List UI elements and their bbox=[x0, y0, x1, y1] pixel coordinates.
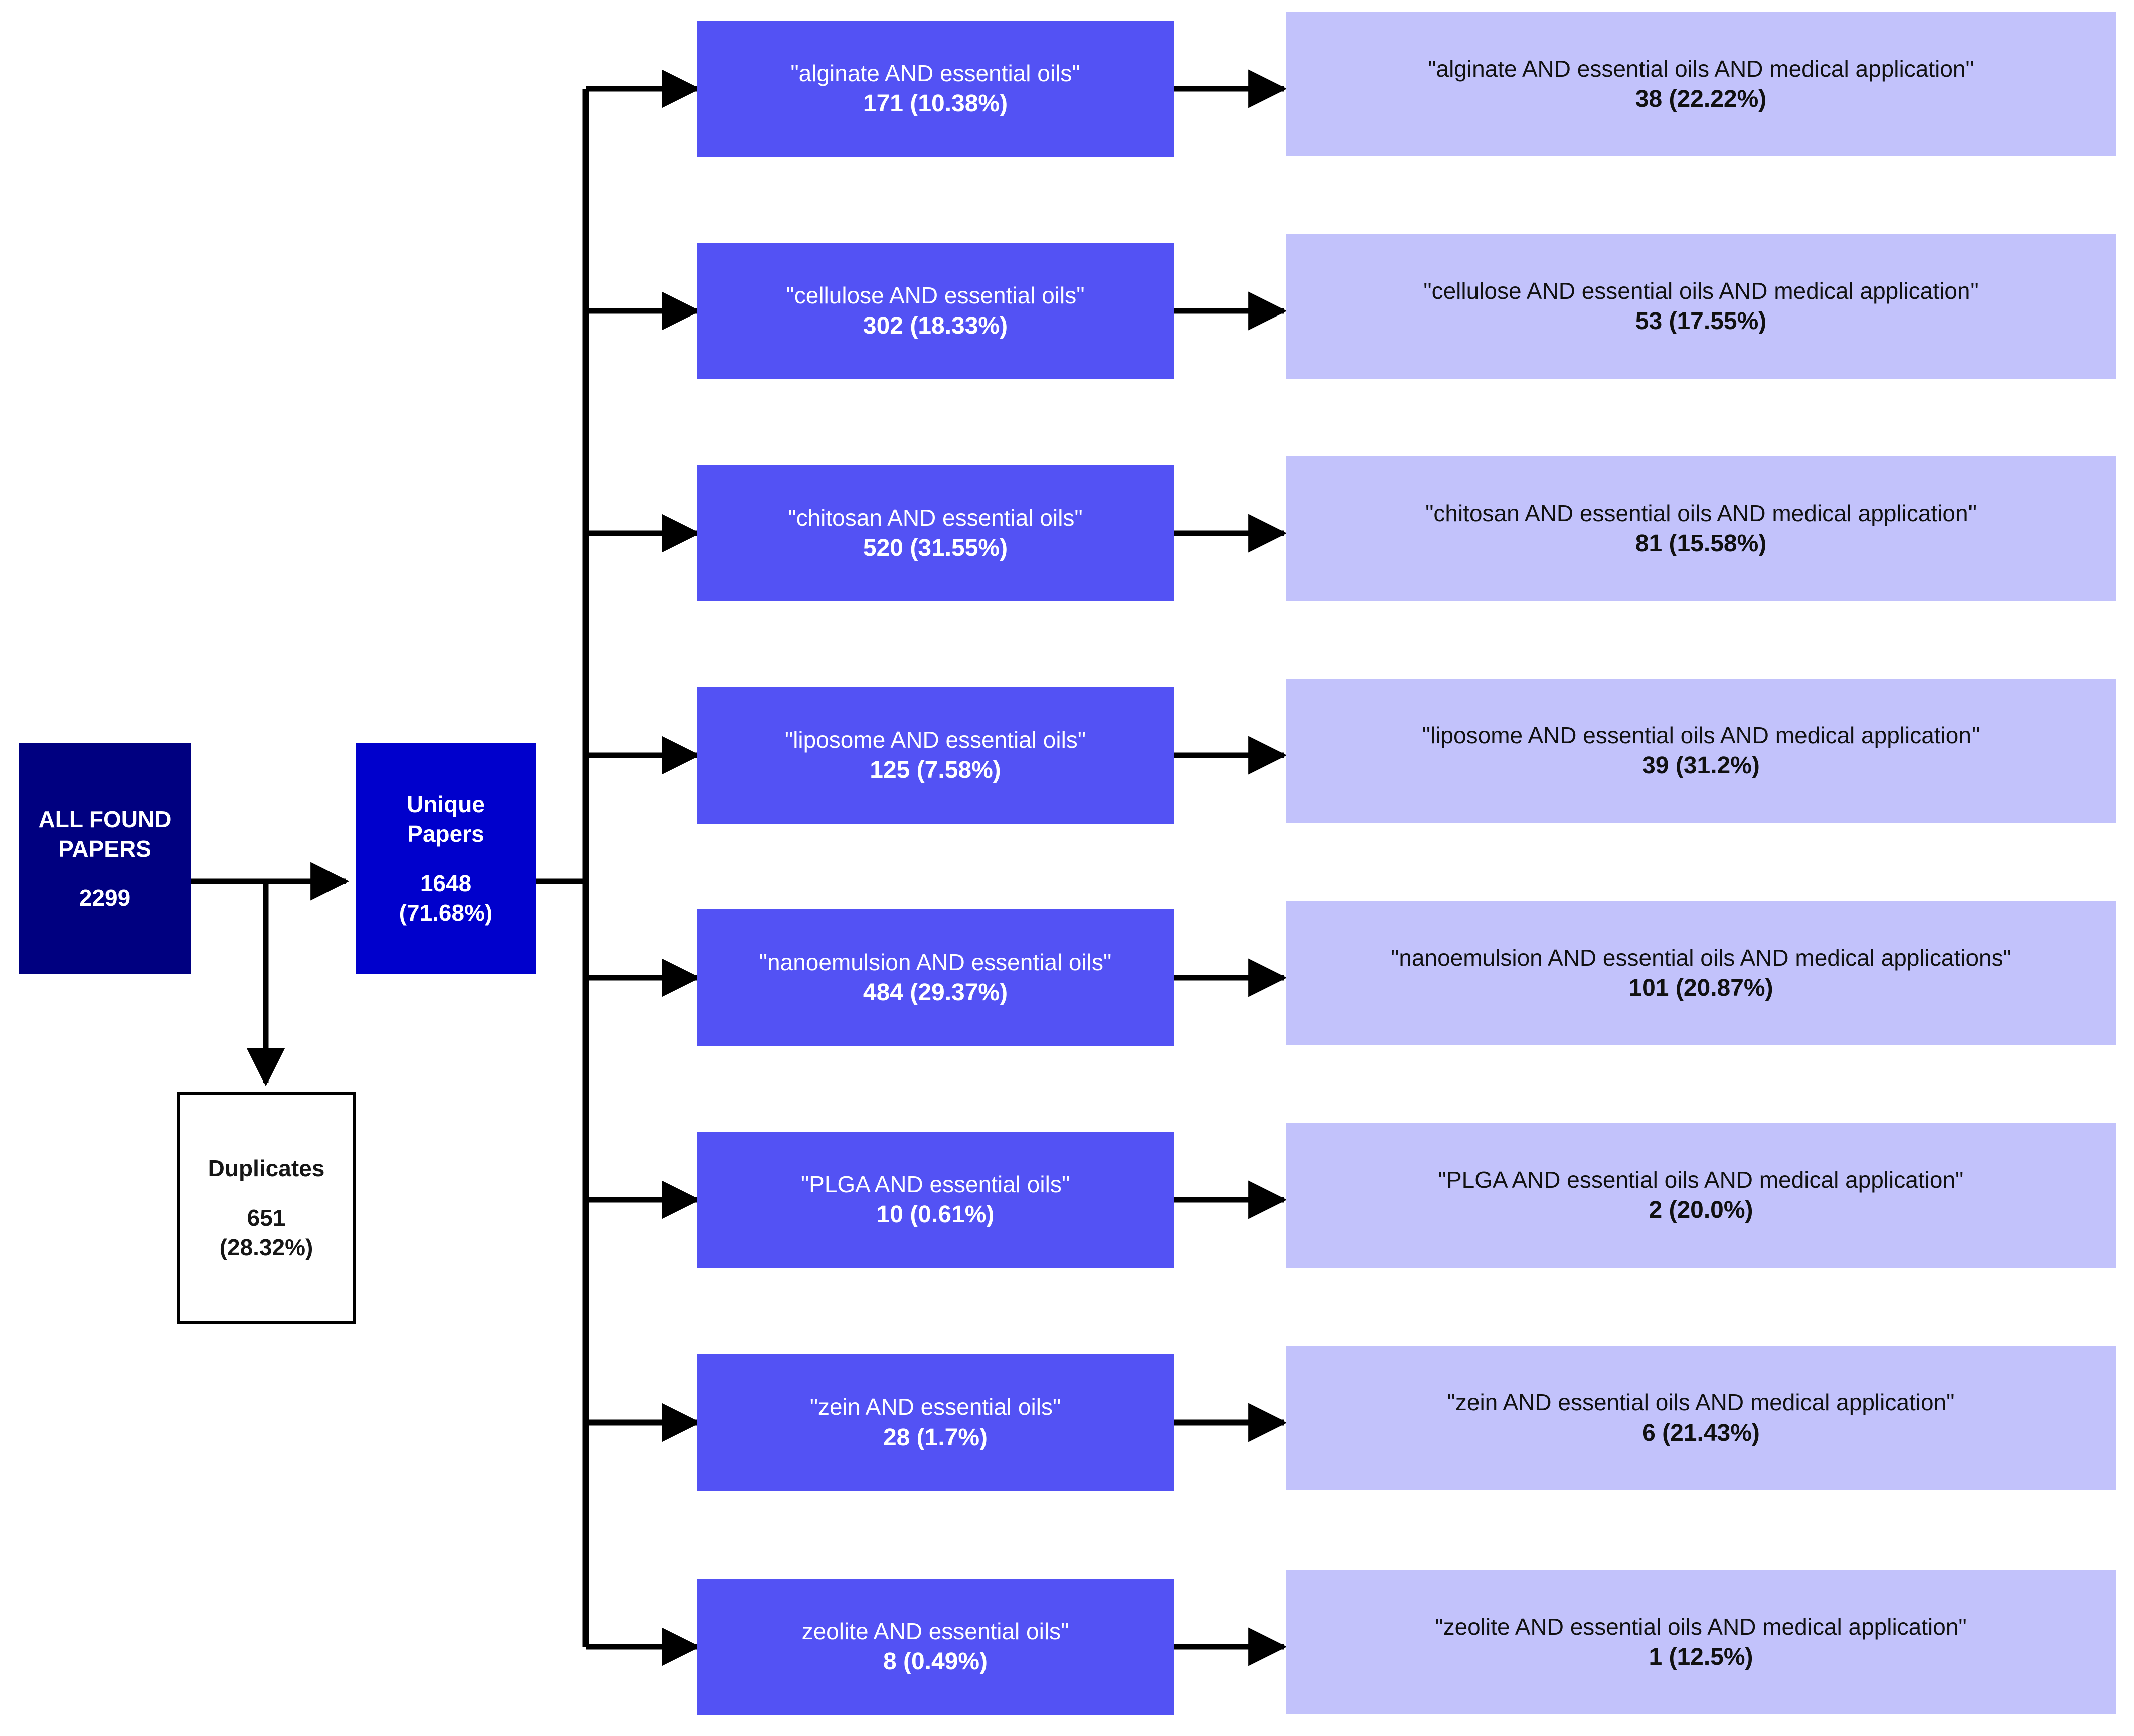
query-count: 28 (1.7%) bbox=[883, 1424, 988, 1451]
query-label: "cellulose AND essential oils" bbox=[786, 282, 1085, 308]
query-count: 8 (0.49%) bbox=[883, 1648, 988, 1675]
unique-papers-count: 1648 bbox=[420, 870, 472, 896]
node-result-alginate[interactable]: "alginate AND essential oils AND medical… bbox=[1286, 12, 2116, 156]
node-result-chitosan[interactable]: "chitosan AND essential oils AND medical… bbox=[1286, 456, 2116, 601]
node-query-alginate[interactable]: "alginate AND essential oils" 171 (10.38… bbox=[697, 21, 1174, 157]
result-label: "chitosan AND essential oils AND medical… bbox=[1425, 500, 1977, 526]
node-result-liposome[interactable]: "liposome AND essential oils AND medical… bbox=[1286, 679, 2116, 823]
query-label: "chitosan AND essential oils" bbox=[788, 504, 1083, 531]
query-label: zeolite AND essential oils" bbox=[801, 1618, 1069, 1644]
query-count: 520 (31.55%) bbox=[863, 534, 1008, 561]
connector-trunk-to-queries bbox=[586, 69, 701, 1666]
unique-papers-label-2: Papers bbox=[407, 821, 484, 847]
result-label: "PLGA AND essential oils AND medical app… bbox=[1438, 1166, 1964, 1193]
result-count: 101 (20.87%) bbox=[1628, 974, 1773, 1001]
result-count: 1 (12.5%) bbox=[1649, 1643, 1753, 1670]
query-count: 171 (10.38%) bbox=[863, 90, 1008, 117]
node-query-zein[interactable]: "zein AND essential oils" 28 (1.7%) bbox=[697, 1354, 1174, 1491]
duplicates-percent: (28.32%) bbox=[219, 1234, 313, 1260]
unique-papers-percent: (71.68%) bbox=[399, 899, 493, 926]
node-unique-papers[interactable]: Unique Papers 1648 (71.68%) bbox=[356, 743, 536, 974]
result-label: "cellulose AND essential oils AND medica… bbox=[1423, 277, 1979, 304]
node-query-plga[interactable]: "PLGA AND essential oils" 10 (0.61%) bbox=[697, 1132, 1174, 1268]
result-count: 53 (17.55%) bbox=[1635, 307, 1767, 335]
query-label: "alginate AND essential oils" bbox=[790, 60, 1080, 86]
result-count: 81 (15.58%) bbox=[1635, 530, 1767, 557]
result-label: "alginate AND essential oils AND medical… bbox=[1428, 55, 1974, 82]
node-query-chitosan[interactable]: "chitosan AND essential oils" 520 (31.55… bbox=[697, 465, 1174, 601]
query-count: 302 (18.33%) bbox=[863, 312, 1008, 339]
result-count: 6 (21.43%) bbox=[1642, 1419, 1760, 1446]
node-query-cellulose[interactable]: "cellulose AND essential oils" 302 (18.3… bbox=[697, 243, 1174, 379]
result-label: "liposome AND essential oils AND medical… bbox=[1422, 722, 1980, 748]
node-all-found-papers[interactable]: ALL FOUND PAPERS 2299 bbox=[19, 743, 191, 974]
node-result-plga[interactable]: "PLGA AND essential oils AND medical app… bbox=[1286, 1123, 2116, 1268]
result-label: "nanoemulsion AND essential oils AND med… bbox=[1391, 944, 2011, 971]
all-found-papers-count: 2299 bbox=[79, 885, 131, 911]
query-count: 484 (29.37%) bbox=[863, 979, 1008, 1006]
node-query-liposome[interactable]: "liposome AND essential oils" 125 (7.58%… bbox=[697, 687, 1174, 824]
connector-unique-to-trunk bbox=[536, 89, 589, 1647]
query-label: "zein AND essential oils" bbox=[809, 1393, 1061, 1420]
query-label: "PLGA AND essential oils" bbox=[800, 1171, 1070, 1197]
node-query-nanoemulsion[interactable]: "nanoemulsion AND essential oils" 484 (2… bbox=[697, 909, 1174, 1046]
node-result-nanoemulsion[interactable]: "nanoemulsion AND essential oils AND med… bbox=[1286, 901, 2116, 1045]
node-result-zeolite[interactable]: "zeolite AND essential oils AND medical … bbox=[1286, 1570, 2116, 1714]
result-count: 39 (31.2%) bbox=[1642, 752, 1760, 779]
query-count: 10 (0.61%) bbox=[876, 1201, 995, 1228]
node-query-zeolite[interactable]: zeolite AND essential oils" 8 (0.49%) bbox=[697, 1579, 1174, 1715]
unique-papers-label-1: Unique bbox=[407, 791, 485, 818]
node-result-cellulose[interactable]: "cellulose AND essential oils AND medica… bbox=[1286, 234, 2116, 379]
result-count: 38 (22.22%) bbox=[1635, 85, 1767, 112]
query-label: "nanoemulsion AND essential oils" bbox=[759, 949, 1112, 975]
all-found-papers-label-1: ALL FOUND bbox=[38, 806, 172, 832]
query-count: 125 (7.58%) bbox=[870, 756, 1001, 783]
node-result-zein[interactable]: "zein AND essential oils AND medical app… bbox=[1286, 1346, 2116, 1490]
result-label: "zeolite AND essential oils AND medical … bbox=[1435, 1613, 1967, 1640]
result-label: "zein AND essential oils AND medical app… bbox=[1447, 1389, 1955, 1415]
duplicates-label: Duplicates bbox=[208, 1155, 325, 1182]
all-found-papers-label-2: PAPERS bbox=[58, 835, 151, 862]
connector-queries-to-results bbox=[1174, 69, 1287, 1666]
node-duplicates[interactable]: Duplicates 651 (28.32%) bbox=[177, 1092, 356, 1324]
duplicates-count: 651 bbox=[247, 1205, 286, 1231]
result-count: 2 (20.0%) bbox=[1649, 1196, 1753, 1223]
query-label: "liposome AND essential oils" bbox=[784, 726, 1086, 753]
